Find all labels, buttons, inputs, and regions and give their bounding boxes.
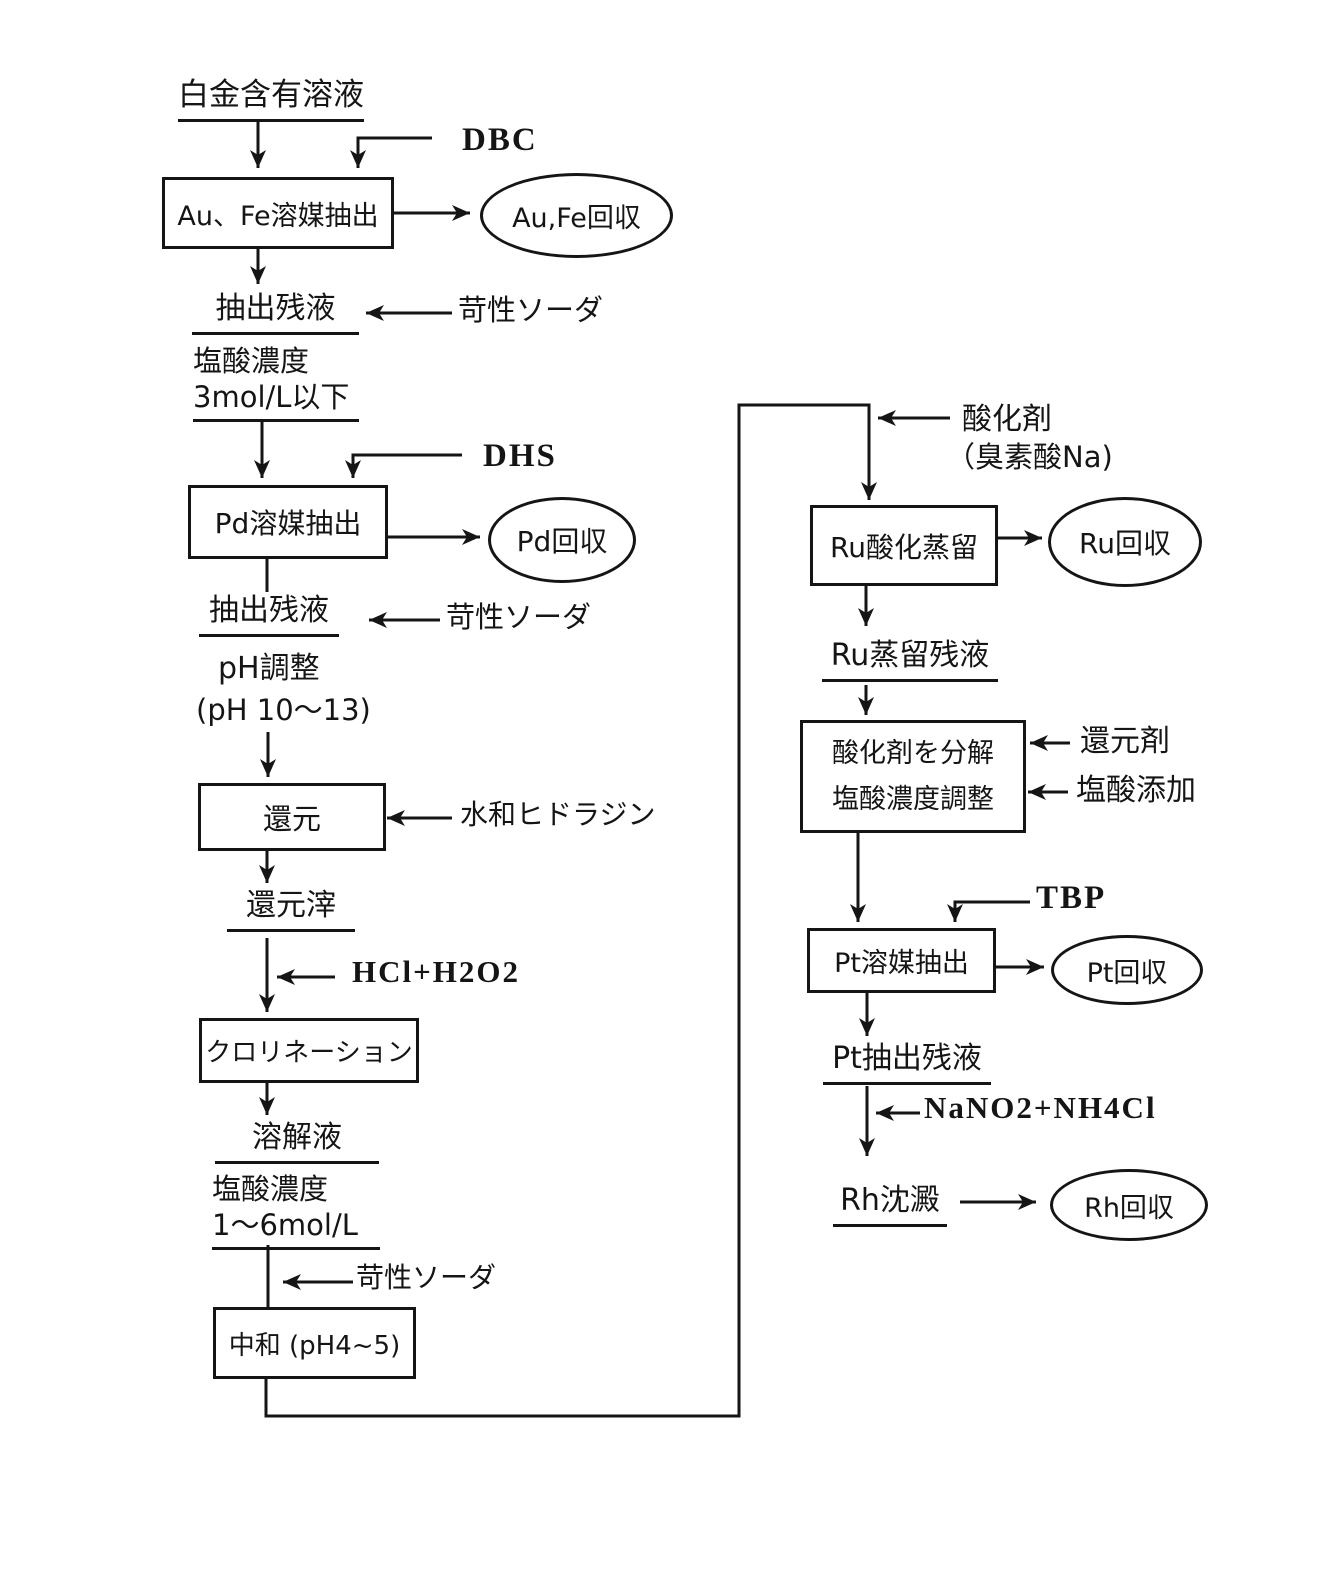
box-pd-extraction: Pd溶媒抽出 xyxy=(188,485,388,559)
connector-tbp-feed xyxy=(947,900,1030,922)
box-decompose-oxidizer: 酸化剤を分解 塩酸濃度調整 xyxy=(800,720,1026,833)
hcl-conc1-line1: 塩酸濃度 xyxy=(193,344,310,378)
ellipse-rh-recovery: Rh回収 xyxy=(1050,1169,1208,1241)
label-hcl-concentration-2: 塩酸濃度 1～6mol/L xyxy=(212,1171,380,1250)
label-hydrazine: 水和ヒドラジン xyxy=(460,798,656,831)
label-rh-precipitate: Rh沈澱 xyxy=(833,1183,947,1227)
label-ph-range: (pH 10～13) xyxy=(196,693,371,727)
connector-neutralization-loop-to-ru xyxy=(264,403,877,1418)
box-neutralization: 中和 (pH4~5) xyxy=(213,1307,416,1379)
label-reagent-dbc: DBC xyxy=(462,122,538,158)
label-ru-distillation-residue: Ru蒸留残液 xyxy=(822,638,998,682)
label-hcl-concentration-1: 塩酸濃度 3mol/L以下 xyxy=(193,343,359,422)
label-oxidizer: 酸化剤 xyxy=(962,402,1052,437)
connector-dbc-feed xyxy=(350,136,432,168)
box-aufe-extraction: Au、Fe溶媒抽出 xyxy=(162,177,394,249)
ellipse-pd-recovery: Pd回収 xyxy=(488,497,636,583)
label-pt-raffinate: Pt抽出残液 xyxy=(823,1041,991,1085)
label-reagent-tbp: TBP xyxy=(1036,880,1107,916)
label-oxidizer-na-bromate: （臭素酸Na) xyxy=(946,440,1113,474)
box-reduction: 還元 xyxy=(198,783,386,851)
hcl-conc2-line2: 1～6mol/L xyxy=(212,1208,358,1242)
label-reduction-residue: 還元滓 xyxy=(227,888,355,932)
label-hcl-h2o2: HCl+H2O2 xyxy=(352,954,521,989)
hcl-conc1-line2: 3mol/L以下 xyxy=(193,380,350,414)
box-chlorination: クロリネーション xyxy=(199,1018,419,1083)
label-caustic-soda-3: 苛性ソーダ xyxy=(356,1261,497,1294)
label-nano2-nh4cl: NaNO2+NH4Cl xyxy=(924,1090,1157,1125)
hcl-conc2-line1: 塩酸濃度 xyxy=(212,1172,329,1206)
label-reductant: 還元剤 xyxy=(1080,724,1170,759)
ellipse-pt-recovery: Pt回収 xyxy=(1051,935,1203,1005)
label-dissolution: 溶解液 xyxy=(215,1120,379,1164)
label-platinum-solution: 白金含有溶液 xyxy=(178,77,364,122)
decompose-line1: 酸化剤を分解 xyxy=(832,737,994,769)
box-pt-extraction: Pt溶媒抽出 xyxy=(807,928,996,993)
label-ph-adjust: pH調整 xyxy=(218,651,320,686)
connector-dhs-feed xyxy=(345,453,462,478)
label-caustic-soda-1: 苛性ソーダ xyxy=(458,293,604,327)
label-raffinate-2: 抽出残液 xyxy=(199,593,339,637)
ellipse-ru-recovery: Ru回収 xyxy=(1048,497,1202,587)
label-hcl-addition: 塩酸添加 xyxy=(1076,773,1196,808)
label-raffinate-1: 抽出残液 xyxy=(192,291,359,335)
ellipse-aufe-recovery: Au,Fe回収 xyxy=(480,173,673,258)
decompose-line2: 塩酸濃度調整 xyxy=(832,783,994,815)
label-reagent-dhs: DHS xyxy=(483,438,557,474)
label-caustic-soda-2: 苛性ソーダ xyxy=(446,600,592,634)
box-ru-oxidation-distillation: Ru酸化蒸留 xyxy=(810,505,998,586)
